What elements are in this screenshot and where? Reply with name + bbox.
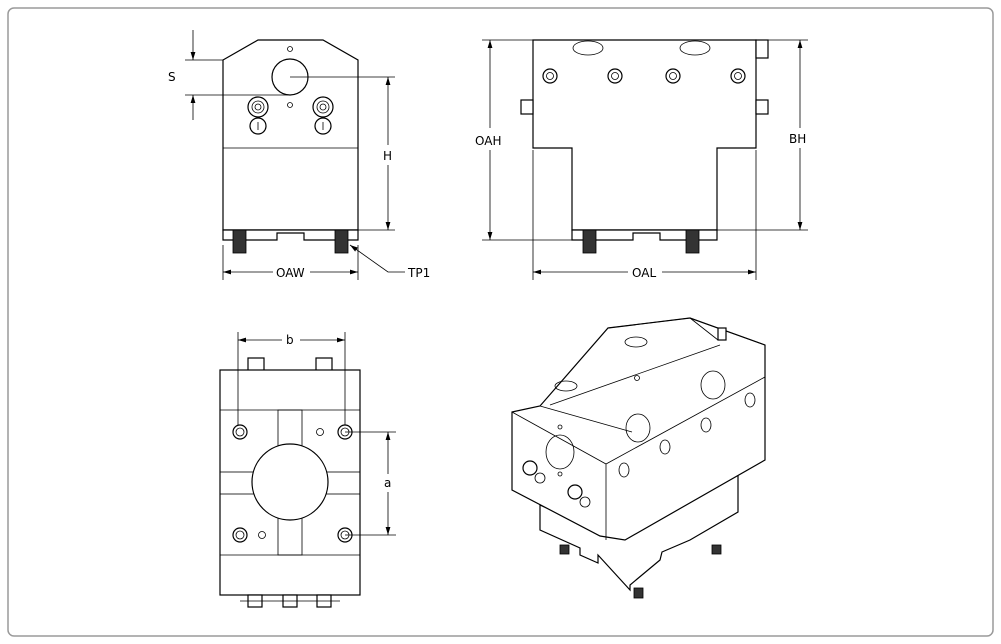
dim-s-label: S [168, 70, 176, 84]
drawing-border [7, 7, 994, 637]
dim-b-label: b [286, 333, 294, 347]
center-bore [251, 443, 329, 521]
dim-bh-label: BH [789, 132, 806, 146]
dim-a-label: a [384, 476, 391, 490]
coolant-fitting [247, 96, 334, 135]
callout-tp1-label: TP1 [407, 266, 430, 280]
side-view: OAH BH OAL [475, 39, 808, 280]
dim-h-label: H [383, 149, 392, 163]
isometric-view [511, 317, 766, 599]
threaded-stud [232, 229, 247, 254]
dim-oaw-label: OAW [276, 266, 305, 280]
front-view: S H OAW TP1 [168, 30, 430, 280]
bottom-view: b a [219, 332, 396, 608]
mounting-holes [542, 68, 746, 84]
dim-oah-label: OAH [475, 134, 501, 148]
dim-oal-label: OAL [632, 266, 656, 280]
threaded-stud [334, 229, 349, 254]
